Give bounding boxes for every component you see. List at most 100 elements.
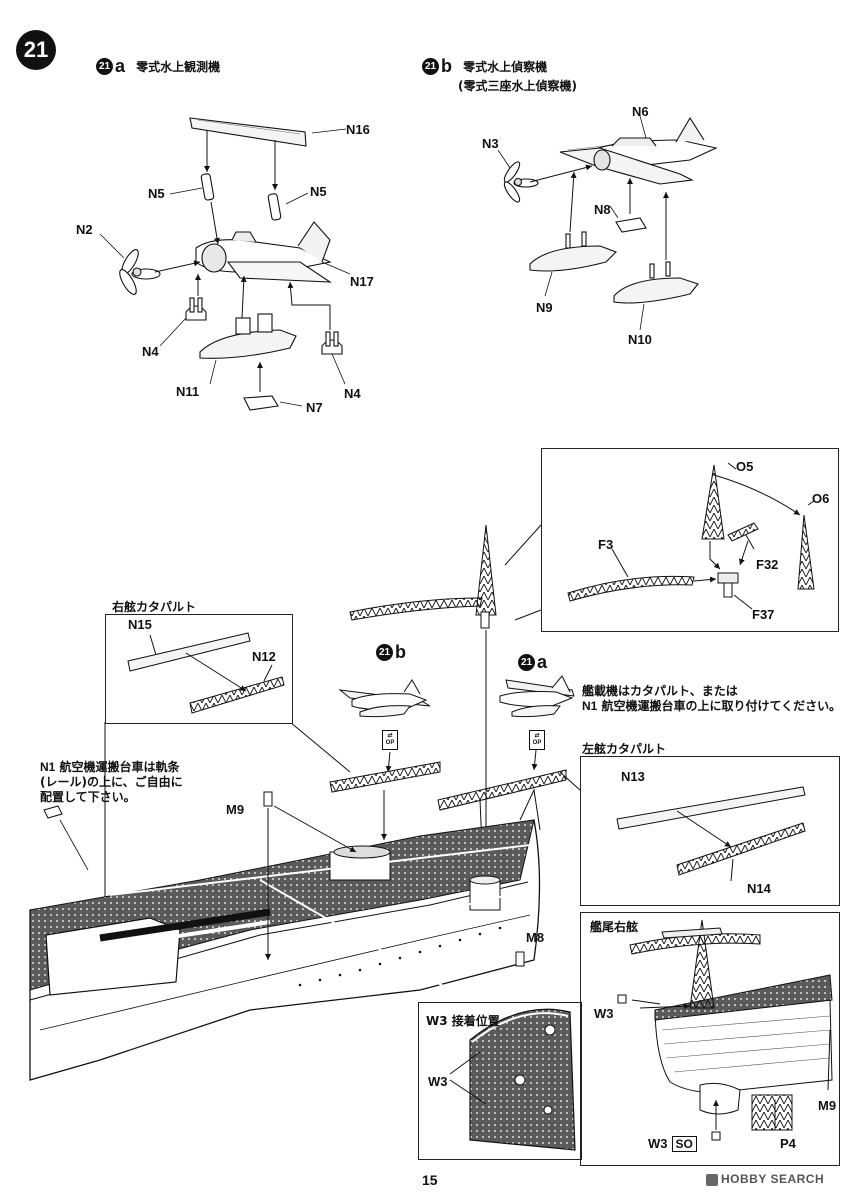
ship-suffix-a: a (537, 652, 548, 672)
label-n12: N12 (252, 649, 276, 664)
crane-assembled (349, 524, 497, 629)
optional-icon-b: ⇄OP (382, 730, 398, 750)
note-cart-rest: 航空機運搬台車は軌条 (55, 760, 180, 774)
label-f37: F37 (752, 607, 775, 622)
ship-badge-a: 21 (518, 654, 535, 671)
label-n5-right: N5 (310, 184, 327, 199)
note-cart-line1: N1 航空機運搬台車は軌条 (40, 758, 180, 775)
variant-b-badge: 21 (422, 58, 439, 75)
ship-aircraft-a (499, 675, 575, 718)
label-n3: N3 (482, 136, 499, 151)
variant-b-suffix: b (441, 56, 452, 76)
main-float-n11 (199, 329, 297, 359)
upper-wing-n16 (189, 117, 307, 147)
label-m9-stern: M9 (818, 1098, 837, 1113)
label-m8: M8 (526, 930, 545, 945)
part-m9-icon (263, 791, 273, 807)
ship-badge-b: 21 (376, 644, 393, 661)
note-aircraft-rest: 航空機運搬台車の上に取り付けてください。 (597, 699, 842, 713)
w3-inset-title: W3 接着位置 (426, 1014, 500, 1028)
starboard-catapult-title: 右舷カタパルト (112, 600, 197, 614)
label-n7: N7 (306, 400, 323, 415)
optional-label-b: OP (385, 740, 395, 746)
cowling-a (201, 243, 227, 273)
label-n11: N11 (176, 384, 200, 399)
label-n4-left: N4 (142, 344, 159, 359)
port-catapult-title: 左舷カタパルト (582, 742, 667, 756)
note-aircraft-line2: N1 航空機運搬台車の上に取り付けてください。 (582, 697, 841, 714)
label-n10: N10 (628, 332, 652, 347)
starboard-catapult-box: N15 N12 (105, 614, 293, 724)
propeller-n2 (119, 249, 161, 295)
variant-a-aircraft (119, 117, 343, 411)
label-n5-left: N5 (148, 186, 165, 201)
ship-hull (29, 788, 541, 1081)
part-m8-icon (515, 951, 525, 967)
note-aircraft-part: N1 (582, 699, 598, 713)
label-w3-bottom: W3 (648, 1136, 668, 1151)
optional-icon-a: ⇄OP (529, 730, 545, 750)
wing-float-n4-left (185, 305, 207, 321)
label-n2: N2 (76, 222, 93, 237)
variant-a-suffix: a (115, 56, 126, 76)
starboard-catapult-drawing (127, 632, 285, 714)
label-n4-right: N4 (344, 386, 361, 401)
label-n14: N14 (747, 881, 771, 896)
wing-float-n4-right (321, 339, 343, 355)
ship-aircraft-b (338, 679, 431, 718)
note-cart-part: N1 (40, 760, 56, 774)
label-n13: N13 (621, 769, 645, 784)
stern-inset-title: 艦尾右舷 (590, 920, 639, 934)
label-f3: F3 (598, 537, 614, 552)
float-n9 (529, 245, 617, 272)
stern-drawing (617, 919, 833, 1141)
label-w3-inset: W3 (428, 1074, 448, 1089)
crane-inset-box: O5 O6 F3 F32 F37 (541, 448, 839, 632)
page-number: 15 (422, 1172, 438, 1188)
label-n17: N17 (350, 274, 374, 289)
ship-suffix-b: b (395, 642, 406, 662)
note-cart-line2: (レール)の上に、ご自由に (40, 775, 183, 789)
w3-inset-box (418, 1002, 582, 1160)
step-number-badge: 21 (16, 30, 56, 70)
cart-n1-icon (43, 805, 63, 819)
cart-n7 (243, 395, 279, 411)
ship-catapults (329, 761, 567, 847)
label-m9: M9 (226, 802, 245, 817)
watermark-icon (706, 1173, 718, 1186)
watermark: HOBBY SEARCH (706, 1172, 824, 1186)
tail-fin-b (675, 116, 705, 143)
label-w3-stern: W3 (594, 1006, 614, 1021)
strut-n5-right (267, 193, 282, 221)
float-n10 (613, 277, 699, 304)
strut-n5-left (200, 173, 215, 201)
label-n8: N8 (594, 202, 611, 217)
so-badge: SO (671, 1136, 697, 1152)
variant-b-aircraft (503, 116, 718, 304)
port-catapult-box: N13 N14 (580, 756, 840, 906)
label-n6: N6 (632, 104, 649, 119)
label-n15: N15 (128, 617, 152, 632)
variant-b-subtitle: (零式三座水上偵察機) (458, 79, 577, 93)
crane-inset-drawing (567, 462, 815, 610)
optional-label-a: OP (532, 740, 542, 746)
port-catapult-drawing (616, 786, 806, 882)
label-f32: F32 (756, 557, 779, 572)
watermark-text: HOBBY SEARCH (721, 1172, 825, 1186)
variant-b-title: 零式水上偵察機 (463, 60, 548, 74)
label-o6: O6 (812, 491, 830, 506)
stern-inset-box (580, 912, 840, 1166)
part-n8 (615, 217, 647, 233)
note-cart-line3: 配置して下さい。 (40, 790, 136, 804)
label-n9: N9 (536, 300, 553, 315)
tail-fin-a (297, 221, 331, 263)
propeller-n3 (503, 161, 539, 203)
label-n16: N16 (346, 122, 370, 137)
note-aircraft-line1: 艦載機はカタパルト、または (582, 684, 738, 698)
